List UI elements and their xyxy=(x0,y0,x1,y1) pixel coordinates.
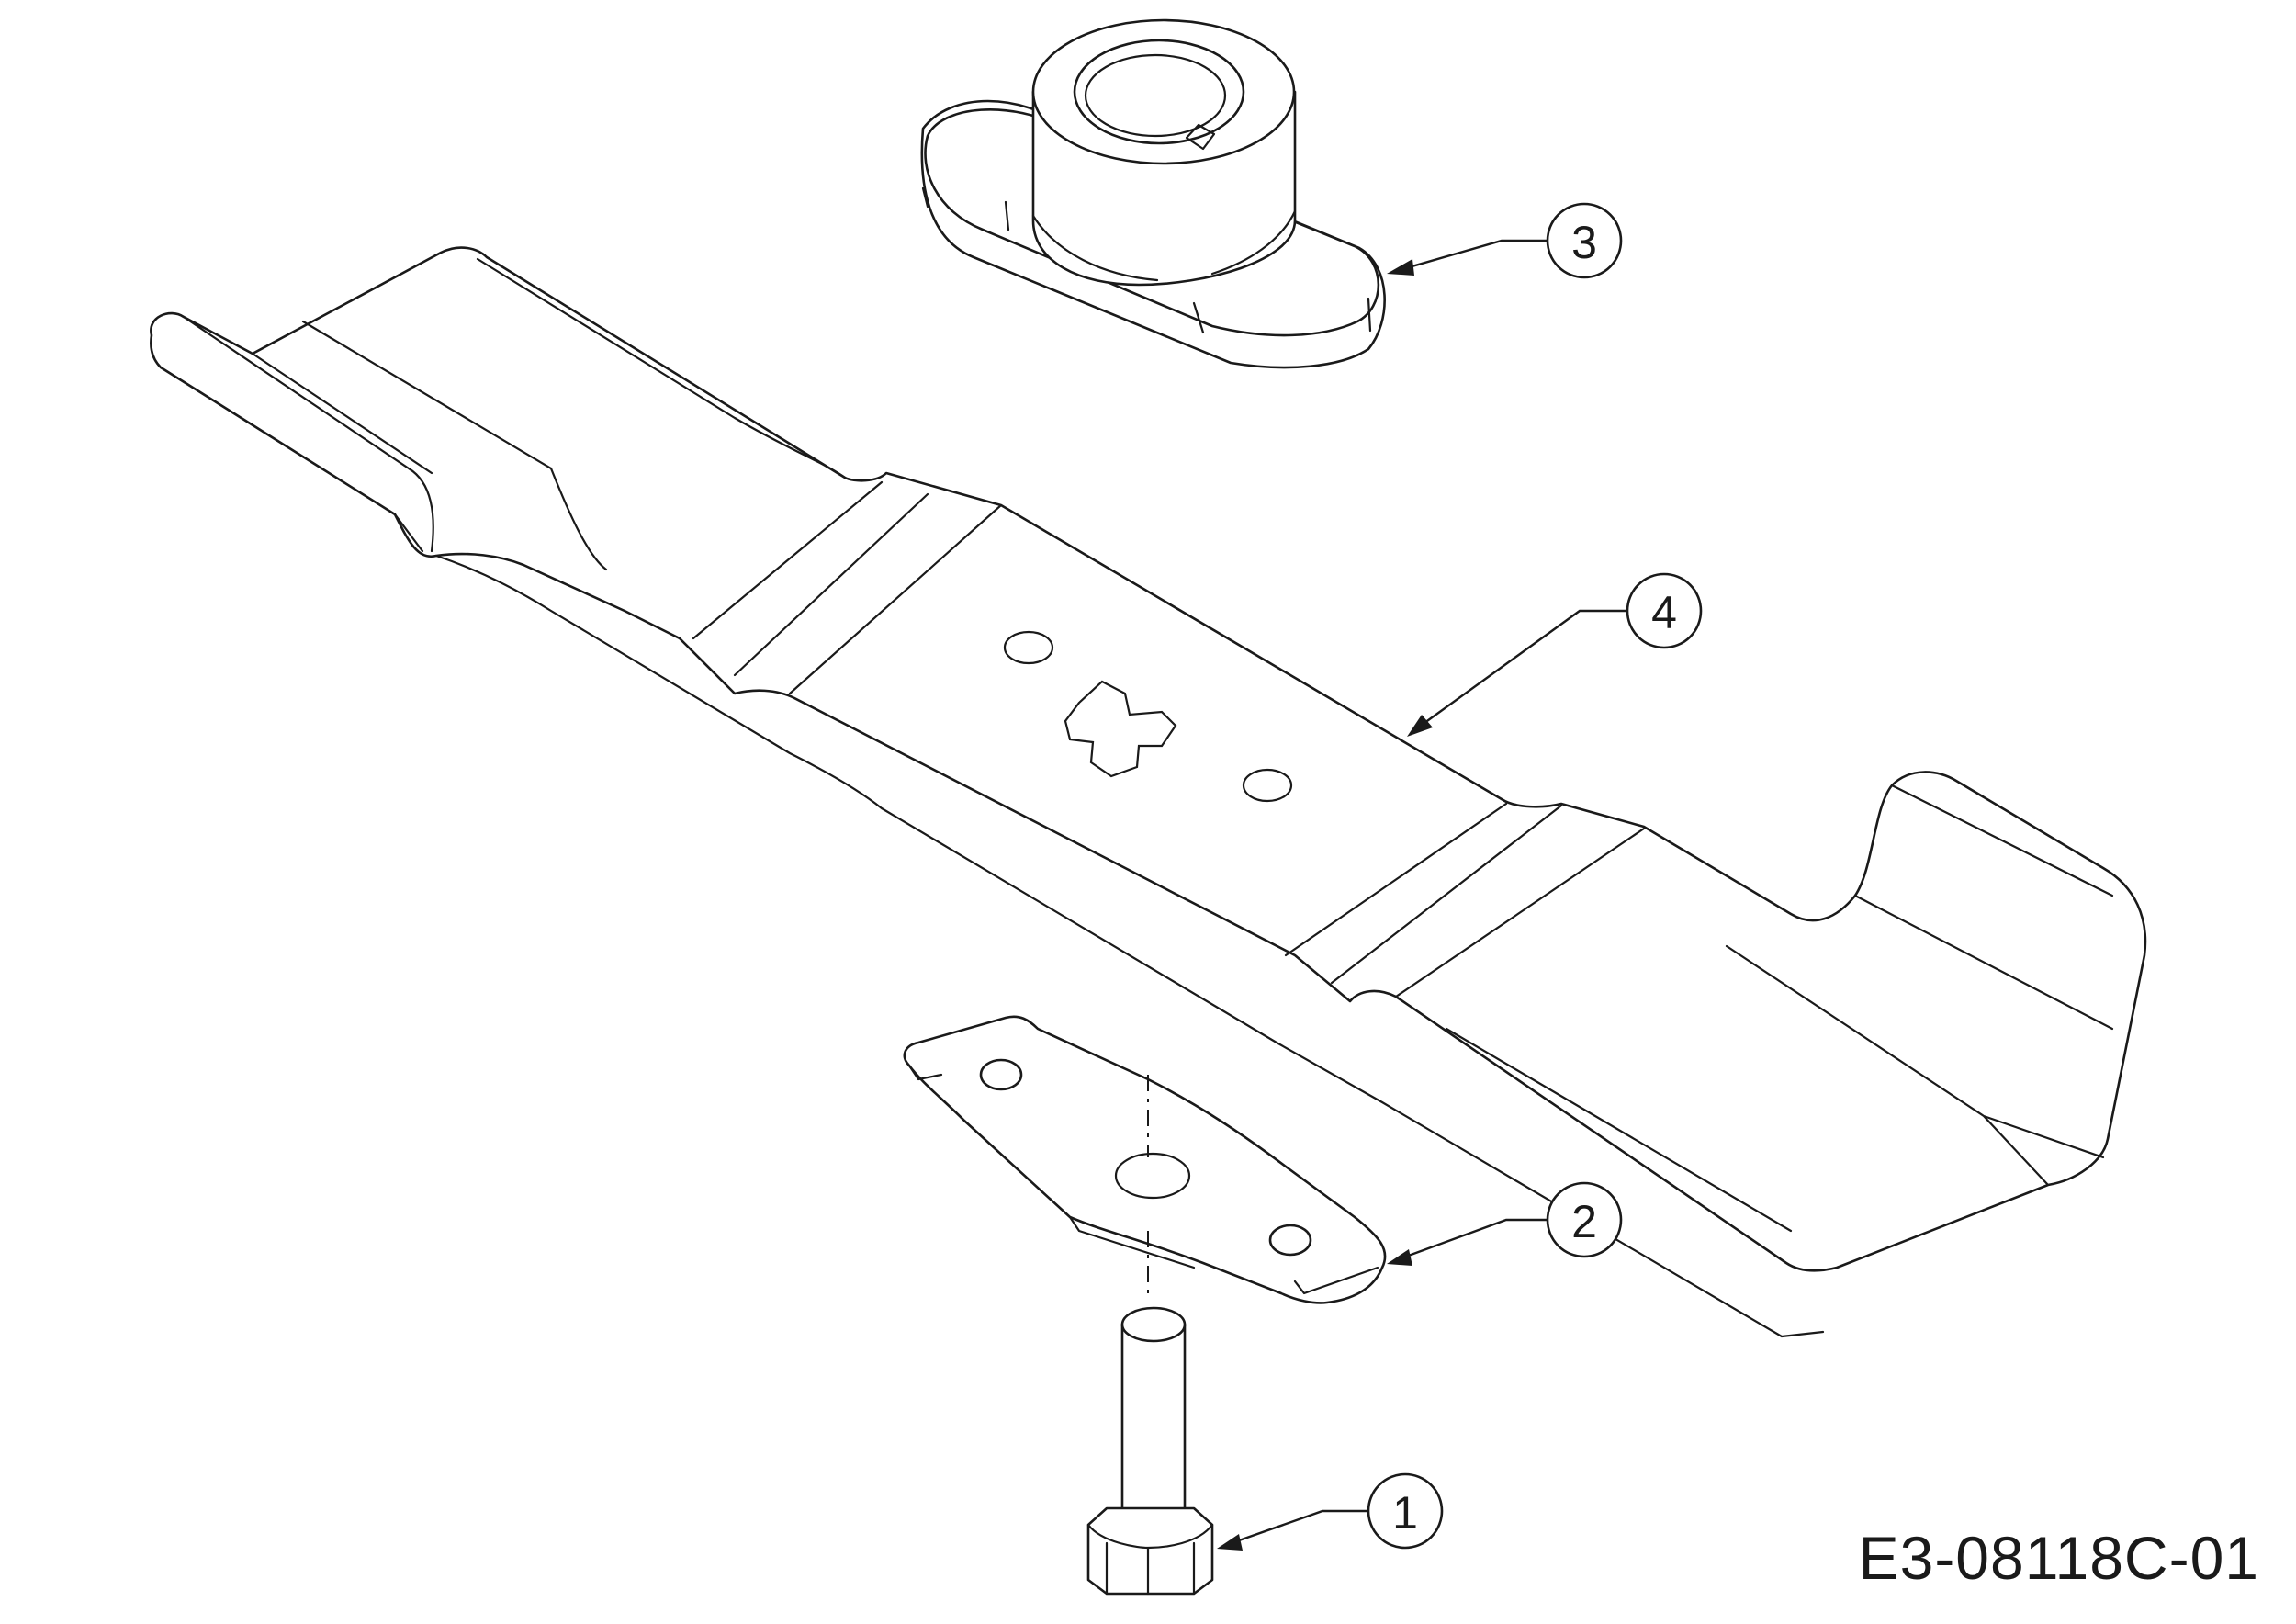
callout-2-leader xyxy=(1395,1218,1548,1262)
plate-stud-right xyxy=(1268,1224,1312,1257)
callout-4-arrow xyxy=(1407,715,1433,737)
adapter-key-notch xyxy=(1185,123,1216,151)
adapter-hub-shoulder xyxy=(1031,209,1297,282)
callout-1-arrow xyxy=(1217,1534,1243,1551)
plate-center-hole xyxy=(1114,1152,1191,1200)
blade-right-ribs xyxy=(1284,802,1646,998)
drawing-number: E3-08118C-01 xyxy=(1858,1524,2259,1592)
adapter-hub-bore-inner xyxy=(1084,53,1227,138)
blade-support-plate xyxy=(903,1015,1387,1304)
callout-1-circle xyxy=(1367,1472,1444,1550)
callout-1: 1 xyxy=(1217,1472,1444,1551)
blade-star-hole xyxy=(1064,680,1177,778)
adapter-base-edge xyxy=(921,186,1372,334)
callout-3-arrow xyxy=(1387,259,1414,276)
callout-4-label: 4 xyxy=(1651,587,1677,638)
callout-2-circle xyxy=(1546,1181,1623,1258)
callout-4: 4 xyxy=(1407,572,1703,737)
callout-1-leader xyxy=(1225,1509,1368,1547)
blade-body xyxy=(150,246,2147,1272)
blade-left-ribs xyxy=(692,480,1003,695)
blade-left-curve xyxy=(476,257,847,571)
bolt-shank-tip xyxy=(1120,1306,1187,1343)
callout-3-label: 3 xyxy=(1571,217,1597,268)
bolt-shank xyxy=(1120,1323,1187,1537)
blade-left-wing-bevel xyxy=(182,315,553,553)
callout-2: 2 xyxy=(1387,1181,1623,1266)
callout-4-circle xyxy=(1626,572,1703,649)
blade-lower-edge xyxy=(434,554,1825,1338)
callout-3-leader xyxy=(1395,239,1548,273)
callout-1-label: 1 xyxy=(1392,1487,1418,1539)
callout-3: 3 xyxy=(1387,202,1623,279)
mower-blade xyxy=(150,246,2147,1338)
plate-stud-left xyxy=(979,1058,1023,1091)
blade-bolt-hole-right xyxy=(1242,768,1293,803)
bolt-hex-flats xyxy=(1086,1523,1214,1596)
callout-4-leader xyxy=(1413,609,1627,731)
hex-bolt xyxy=(1086,1306,1214,1596)
bolt-hex-head xyxy=(1086,1506,1214,1596)
plate-edge-bevel xyxy=(907,1064,1379,1295)
callout-3-circle xyxy=(1546,202,1623,279)
blade-right-wing-bevel xyxy=(1445,784,2114,1233)
callout-2-arrow xyxy=(1387,1249,1412,1266)
blade-adapter xyxy=(920,18,1386,369)
blade-bolt-hole-left xyxy=(1003,630,1054,665)
callout-2-label: 2 xyxy=(1571,1196,1597,1247)
